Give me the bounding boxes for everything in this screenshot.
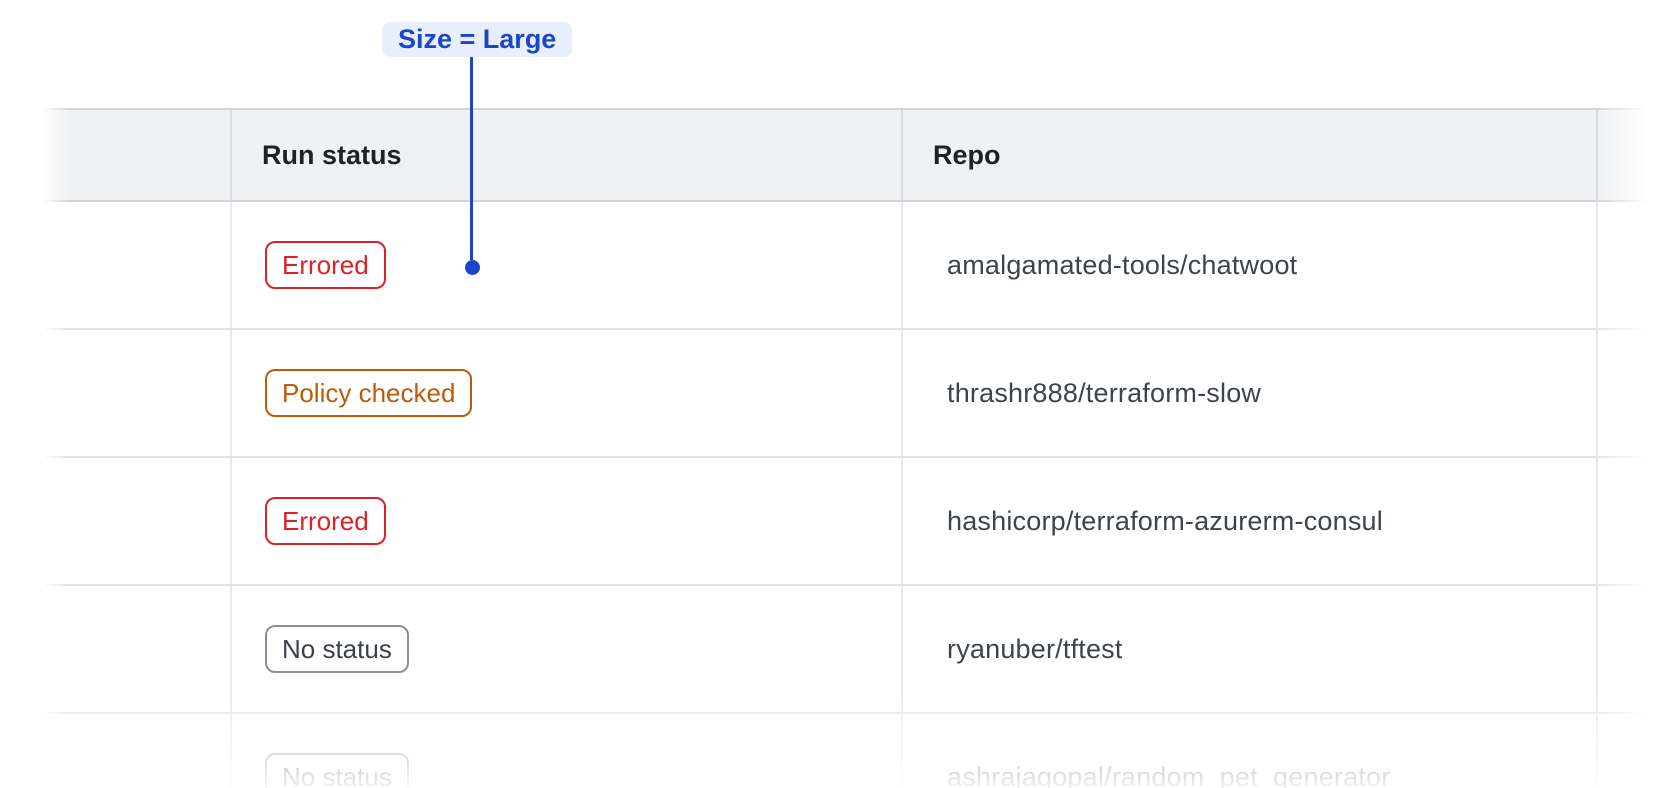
repo-name: thrashr888/terraform-slow: [947, 377, 1262, 408]
header-cell-leading: [43, 110, 232, 200]
trailing-cell: [1598, 714, 1672, 788]
table-row[interactable]: No status ryanuber/tftest: [43, 586, 1672, 714]
trailing-cell: [1598, 458, 1672, 584]
leading-cell: [43, 458, 232, 584]
status-badge: Errored: [265, 240, 386, 290]
header-cell-repo: Repo: [903, 110, 1598, 200]
header-cell-trailing: [1598, 110, 1672, 200]
leading-cell: [43, 202, 232, 328]
repo-name: hashicorp/terraform-azurerm-consul: [947, 505, 1383, 536]
trailing-cell: [1598, 330, 1672, 456]
run-status-cell: Errored: [232, 458, 903, 584]
trailing-cell: [1598, 586, 1672, 712]
leading-cell: [43, 330, 232, 456]
callout-anchor-dot: [465, 260, 480, 275]
repo-cell: hashicorp/terraform-azurerm-consul: [903, 458, 1598, 584]
table-row[interactable]: Errored hashicorp/terraform-azurerm-cons…: [43, 458, 1672, 586]
run-status-cell: No status: [232, 714, 903, 788]
repo-cell: ashrajagopal/random_pet_generator: [903, 714, 1598, 788]
leading-cell: [43, 586, 232, 712]
repo-name: ryanuber/tftest: [947, 633, 1123, 664]
table-row[interactable]: Policy checked thrashr888/terraform-slow: [43, 330, 1672, 458]
trailing-cell: [1598, 202, 1672, 328]
workspaces-table: Run status Repo Errored amalgamated-tool…: [43, 108, 1672, 788]
run-status-cell: No status: [232, 586, 903, 712]
repo-cell: thrashr888/terraform-slow: [903, 330, 1598, 456]
table-header-row: Run status Repo: [43, 108, 1672, 202]
status-badge: No status: [265, 752, 409, 788]
run-status-cell: Errored: [232, 202, 903, 328]
leading-cell: [43, 714, 232, 788]
status-badge: Policy checked: [265, 368, 473, 418]
status-badge: No status: [265, 624, 409, 674]
size-callout-badge: Size = Large: [382, 22, 573, 57]
status-badge: Errored: [265, 496, 386, 546]
repo-column-label: Repo: [933, 139, 1001, 170]
repo-cell: ryanuber/tftest: [903, 586, 1598, 712]
repo-name: amalgamated-tools/chatwoot: [947, 249, 1298, 280]
callout-connector-line: [470, 57, 473, 260]
run-status-cell: Policy checked: [232, 330, 903, 456]
run-status-column-label: Run status: [262, 139, 402, 170]
repo-name: ashrajagopal/random_pet_generator: [947, 761, 1391, 788]
table-row[interactable]: Errored amalgamated-tools/chatwoot: [43, 202, 1672, 330]
header-cell-run-status: Run status: [232, 110, 903, 200]
table-row[interactable]: No status ashrajagopal/random_pet_genera…: [43, 714, 1672, 788]
repo-cell: amalgamated-tools/chatwoot: [903, 202, 1598, 328]
